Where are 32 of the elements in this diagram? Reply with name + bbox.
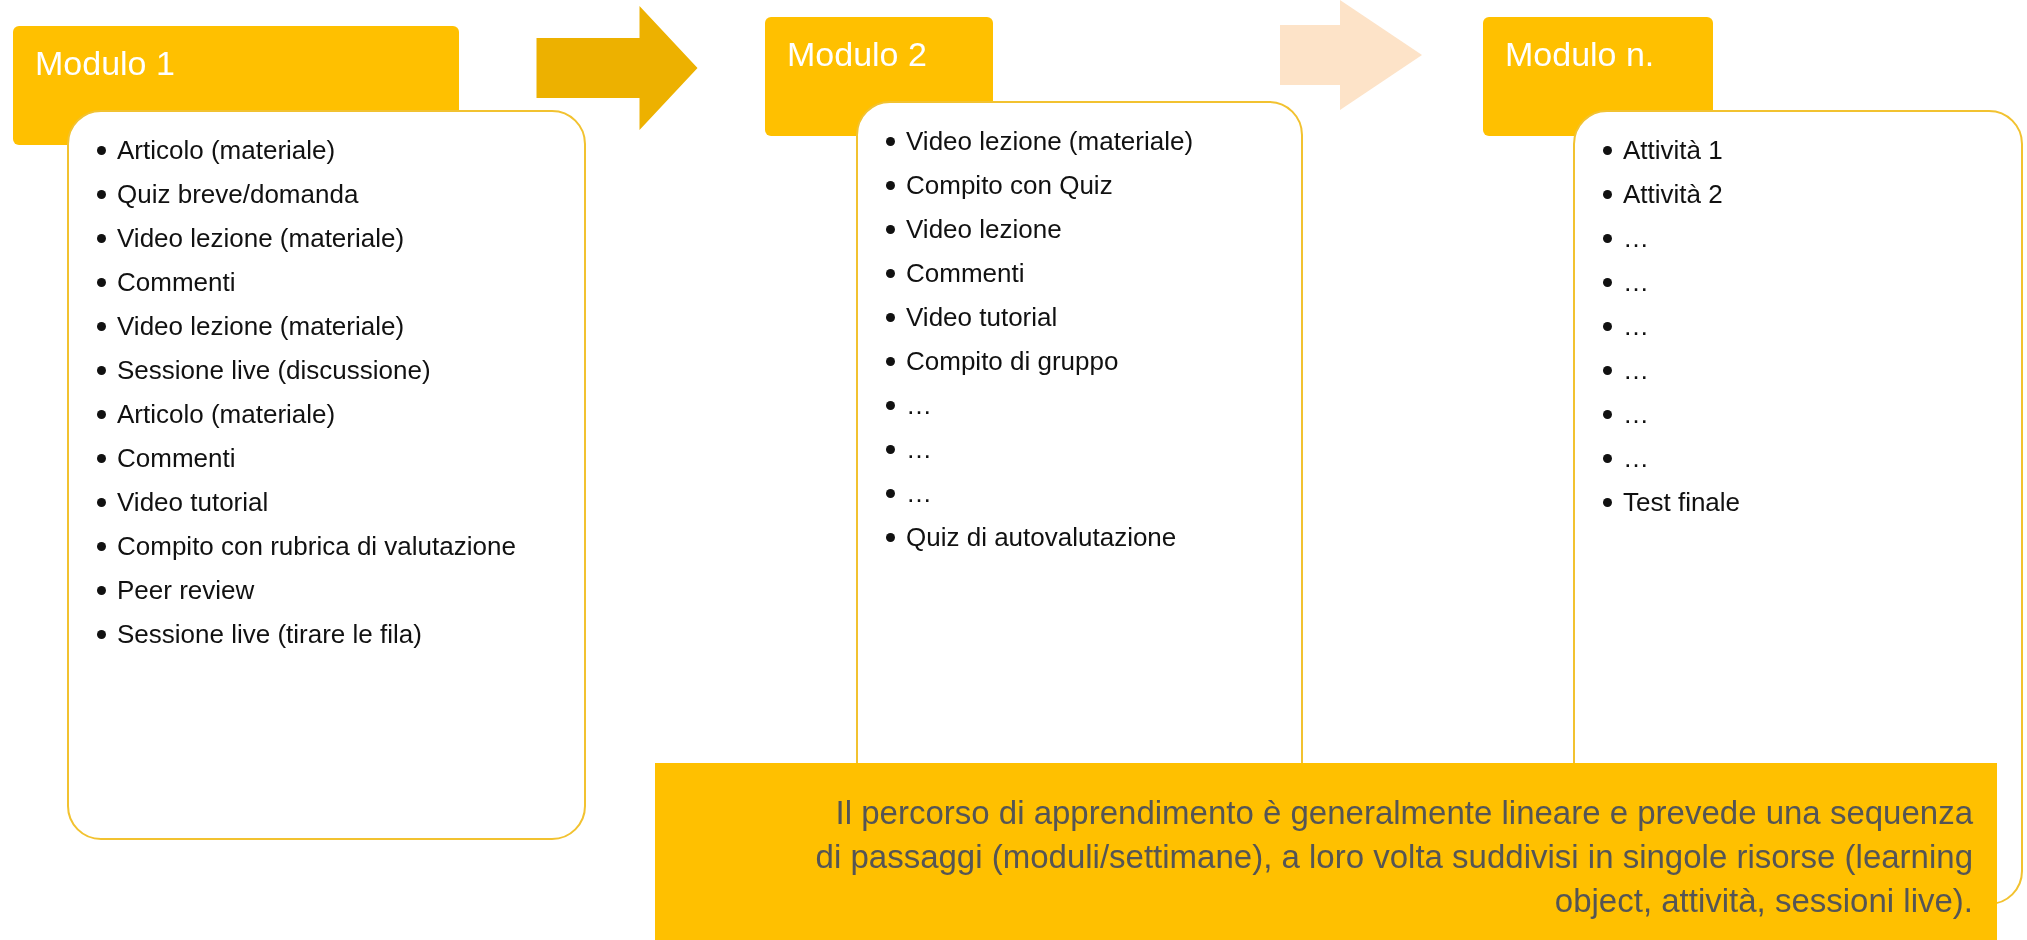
arrow <box>536 6 698 130</box>
list-item: … <box>1623 354 2001 387</box>
list-item: Sessione live (tirare le fila) <box>117 618 564 651</box>
list-item: Articolo (materiale) <box>117 398 564 431</box>
list-item: Compito con Quiz <box>906 169 1281 202</box>
list-item: Attività 1 <box>1623 134 2001 167</box>
list-item: … <box>906 389 1281 422</box>
list-item: Attività 2 <box>1623 178 2001 211</box>
list-item: Video lezione (materiale) <box>117 310 564 343</box>
list-item: Test finale <box>1623 486 2001 519</box>
list-item: … <box>906 433 1281 466</box>
list-item: Video tutorial <box>906 301 1281 334</box>
list-item: … <box>1623 222 2001 255</box>
arrow <box>1280 0 1422 110</box>
list-item: … <box>1623 310 2001 343</box>
list-item: Commenti <box>117 442 564 475</box>
list-item: … <box>1623 442 2001 475</box>
list-item: Commenti <box>906 257 1281 290</box>
list-item: Quiz breve/domanda <box>117 178 564 211</box>
list-item: Sessione live (discussione) <box>117 354 564 387</box>
list-item: Video lezione (materiale) <box>117 222 564 255</box>
list-item: Commenti <box>117 266 564 299</box>
list-item: … <box>1623 266 2001 299</box>
caption-box: Il percorso di apprendimento è generalmente lineare e prevede una sequenza di passaggi (moduli/settimane), a loro volta suddivisi in singole risorse (learning object, attività, sessioni live). <box>655 763 1997 940</box>
list-item: Compito di gruppo <box>906 345 1281 378</box>
list-item: Compito con rubrica di valutazione <box>117 530 564 563</box>
list-item: Video tutorial <box>117 486 564 519</box>
list-item: Quiz di autovalutazione <box>906 521 1281 554</box>
list-item: Video lezione <box>906 213 1281 246</box>
list-item: … <box>906 477 1281 510</box>
list-item: … <box>1623 398 2001 431</box>
list-item: Peer review <box>117 574 564 607</box>
